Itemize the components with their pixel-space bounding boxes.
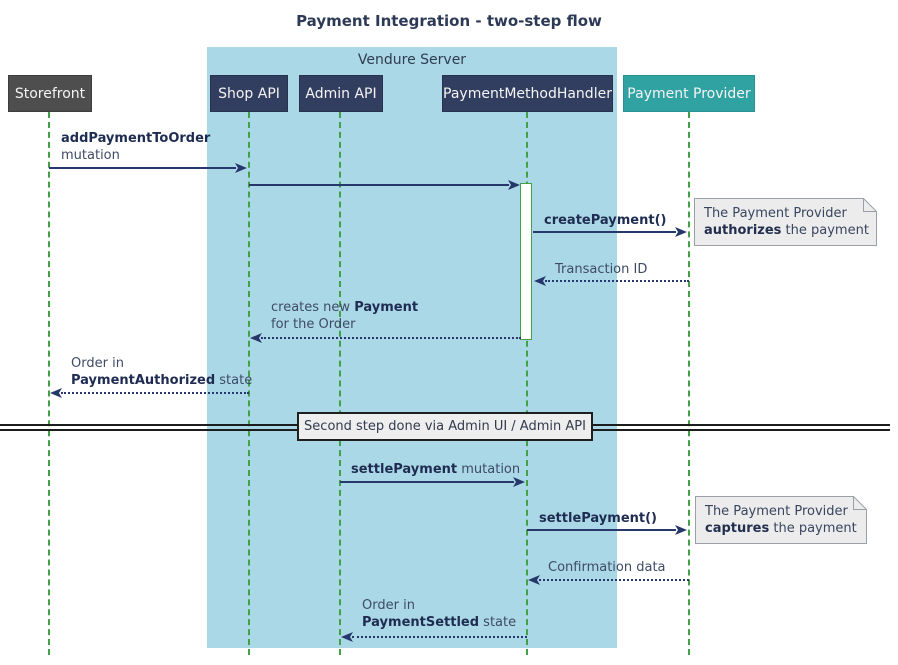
lifeline-admin-api [339,112,341,655]
participant-payment-method-handler-label: PaymentMethodHandler [443,85,612,102]
message-label-payment-settled: Order in PaymentSettled state [362,598,517,630]
message-arrow-create-payment [533,231,676,233]
arrowhead-icon [513,477,525,487]
message-arrow-payment-authorized [61,392,249,394]
arrowhead-icon [675,227,687,237]
lifeline-shop-api [248,112,250,655]
message-arrow-transaction-id [545,280,689,282]
participant-payment-method-handler: PaymentMethodHandler [442,75,613,112]
lifeline-payment-method-handler [526,112,528,655]
message-label-settle-payment-call: settlePayment() [539,511,657,526]
arrowhead-icon [534,276,546,286]
message-arrow-creates-new-payment [261,337,521,339]
diagram-title: Payment Integration - two-step flow [296,12,602,30]
note-authorizes: The Payment Provider authorizes the paym… [694,198,877,246]
arrowhead-icon [235,163,247,173]
participant-payment-provider: Payment Provider [623,75,755,112]
vendure-server-box: Vendure Server [207,47,617,648]
message-label-payment-authorized: Order in PaymentAuthorized state [71,356,253,388]
message-arrow-payment-settled [352,636,527,638]
message-arrow-add-payment-to-order [49,167,236,169]
participant-shop-api-label: Shop API [218,85,280,102]
lifeline-payment-provider [688,112,690,655]
note-captures-text: The Payment Provider captures the paymen… [705,504,857,536]
message-label-add-payment-to-order: addPaymentToOrder mutation [61,131,211,163]
message-arrow-settle-payment-call [527,529,676,531]
arrowhead-icon [250,333,262,343]
note-captures: The Payment Provider captures the paymen… [695,496,867,544]
participant-storefront-label: Storefront [14,85,86,102]
message-label-creates-new-payment: creates new Payment for the Order [271,300,419,332]
arrowhead-icon [341,632,353,642]
arrowhead-icon [675,525,687,535]
participant-payment-provider-label: Payment Provider [627,85,751,102]
message-label-transaction-id: Transaction ID [555,262,648,277]
note-shape [694,198,877,246]
note-authorizes-text: The Payment Provider authorizes the paym… [704,206,869,238]
message-arrow-shop-to-handler [249,184,509,186]
message-label-create-payment: createPayment() [544,213,667,228]
divider-label: Second step done via Admin UI / Admin AP… [304,419,586,434]
vendure-server-label: Vendure Server [357,52,467,68]
message-arrow-confirmation-data [539,579,689,581]
lifeline-storefront [48,112,50,655]
message-label-settle-payment-mutation: settlePayment mutation [351,462,521,477]
participant-admin-api: Admin API [299,75,383,112]
divider-second-step: Second step done via Admin UI / Admin AP… [297,412,593,441]
arrowhead-icon [508,180,520,190]
message-label-confirmation-data: Confirmation data [548,560,666,575]
arrowhead-icon [50,388,62,398]
activation-bar-payment-method-handler [520,183,532,340]
note-shape [695,496,867,544]
participant-shop-api: Shop API [210,75,288,112]
message-arrow-settle-payment-mutation [340,481,514,483]
participant-admin-api-label: Admin API [305,85,377,102]
arrowhead-icon [528,575,540,585]
participant-storefront: Storefront [8,75,92,112]
